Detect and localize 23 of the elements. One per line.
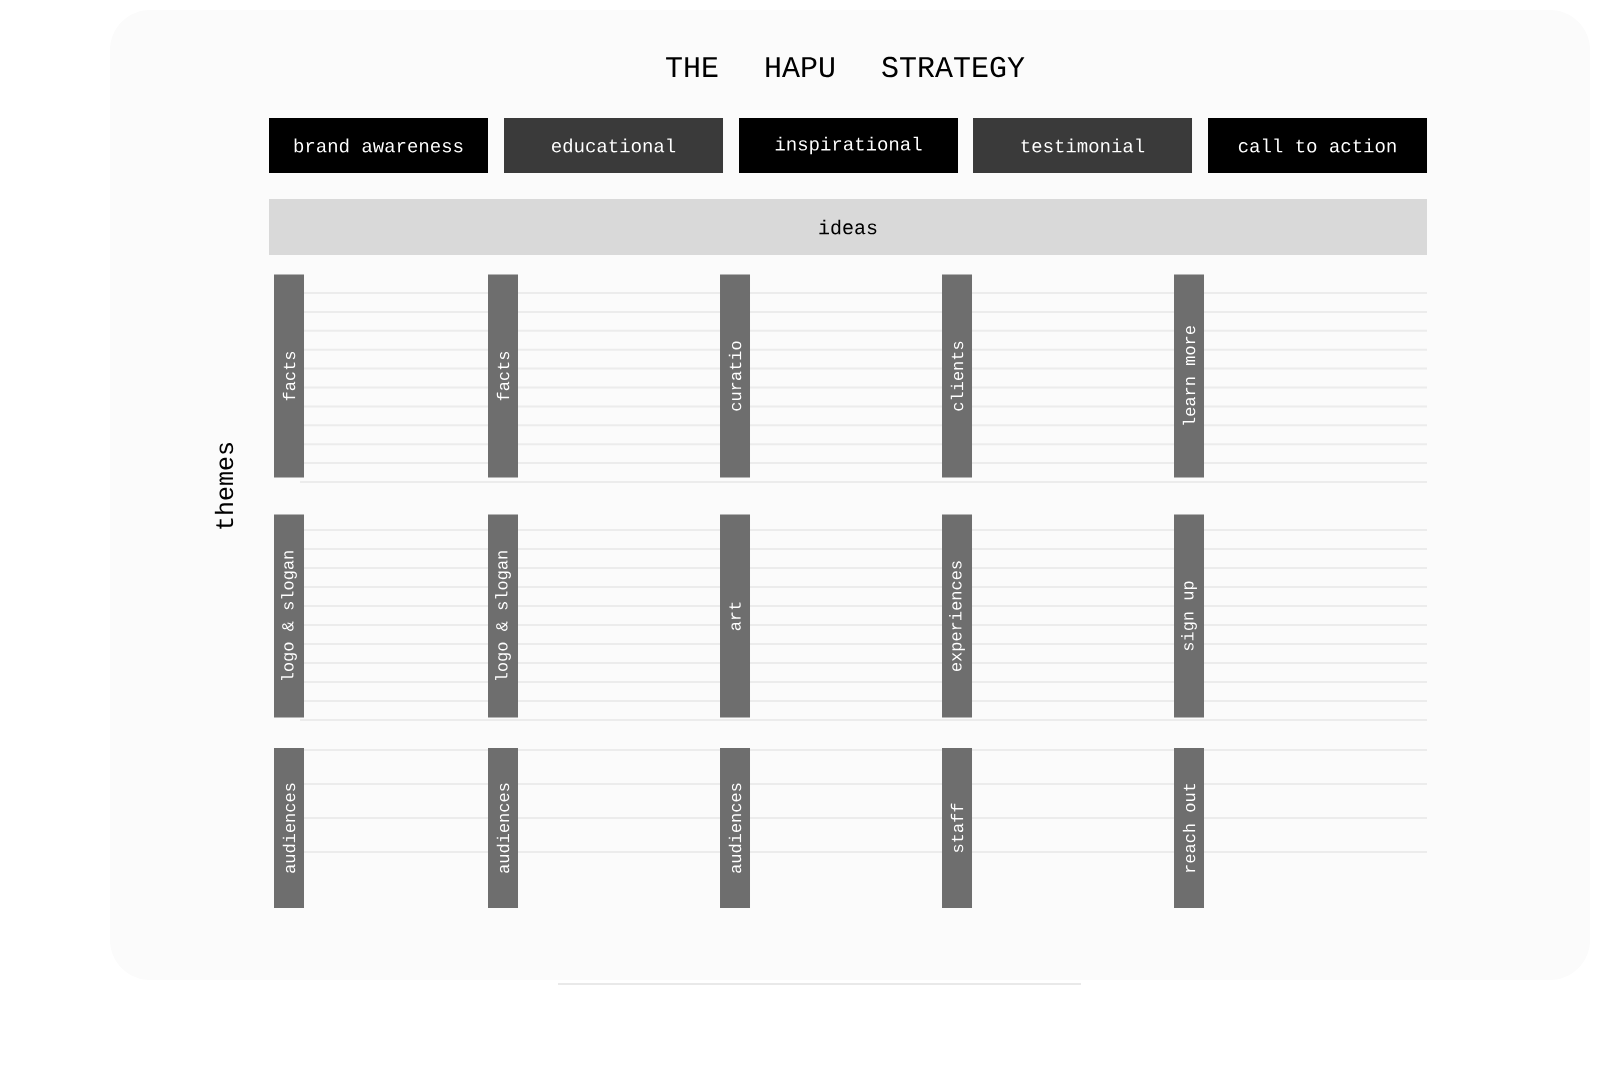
theme-bar: logo & slogan: [488, 514, 518, 718]
theme-bar: logo & slogan: [274, 514, 304, 718]
category-box: brand awareness: [269, 118, 488, 173]
theme-bar: art: [720, 514, 750, 718]
category-box: educational: [504, 118, 723, 173]
theme-bar: curatio: [720, 274, 750, 478]
theme-bar: audiences: [274, 748, 304, 908]
theme-bar: staff: [942, 748, 972, 908]
theme-bar: audiences: [720, 748, 750, 908]
theme-bar: clients: [942, 274, 972, 478]
theme-bar: facts: [274, 274, 304, 478]
theme-bar: audiences: [488, 748, 518, 908]
axis-label: themes: [214, 443, 234, 529]
theme-bar: sign up: [1174, 514, 1204, 718]
theme-bar: reach out: [1174, 748, 1204, 908]
theme-bar: facts: [488, 274, 518, 478]
category-box: call to action: [1208, 118, 1427, 173]
category-box: testimonial: [973, 118, 1192, 173]
title: THE HAPU STRATEGY: [666, 56, 1025, 78]
ideas-band: ideas: [269, 199, 1427, 255]
theme-bar: learn more: [1174, 274, 1204, 478]
category-box: inspirational: [739, 118, 958, 173]
theme-bar: experiences: [942, 514, 972, 718]
